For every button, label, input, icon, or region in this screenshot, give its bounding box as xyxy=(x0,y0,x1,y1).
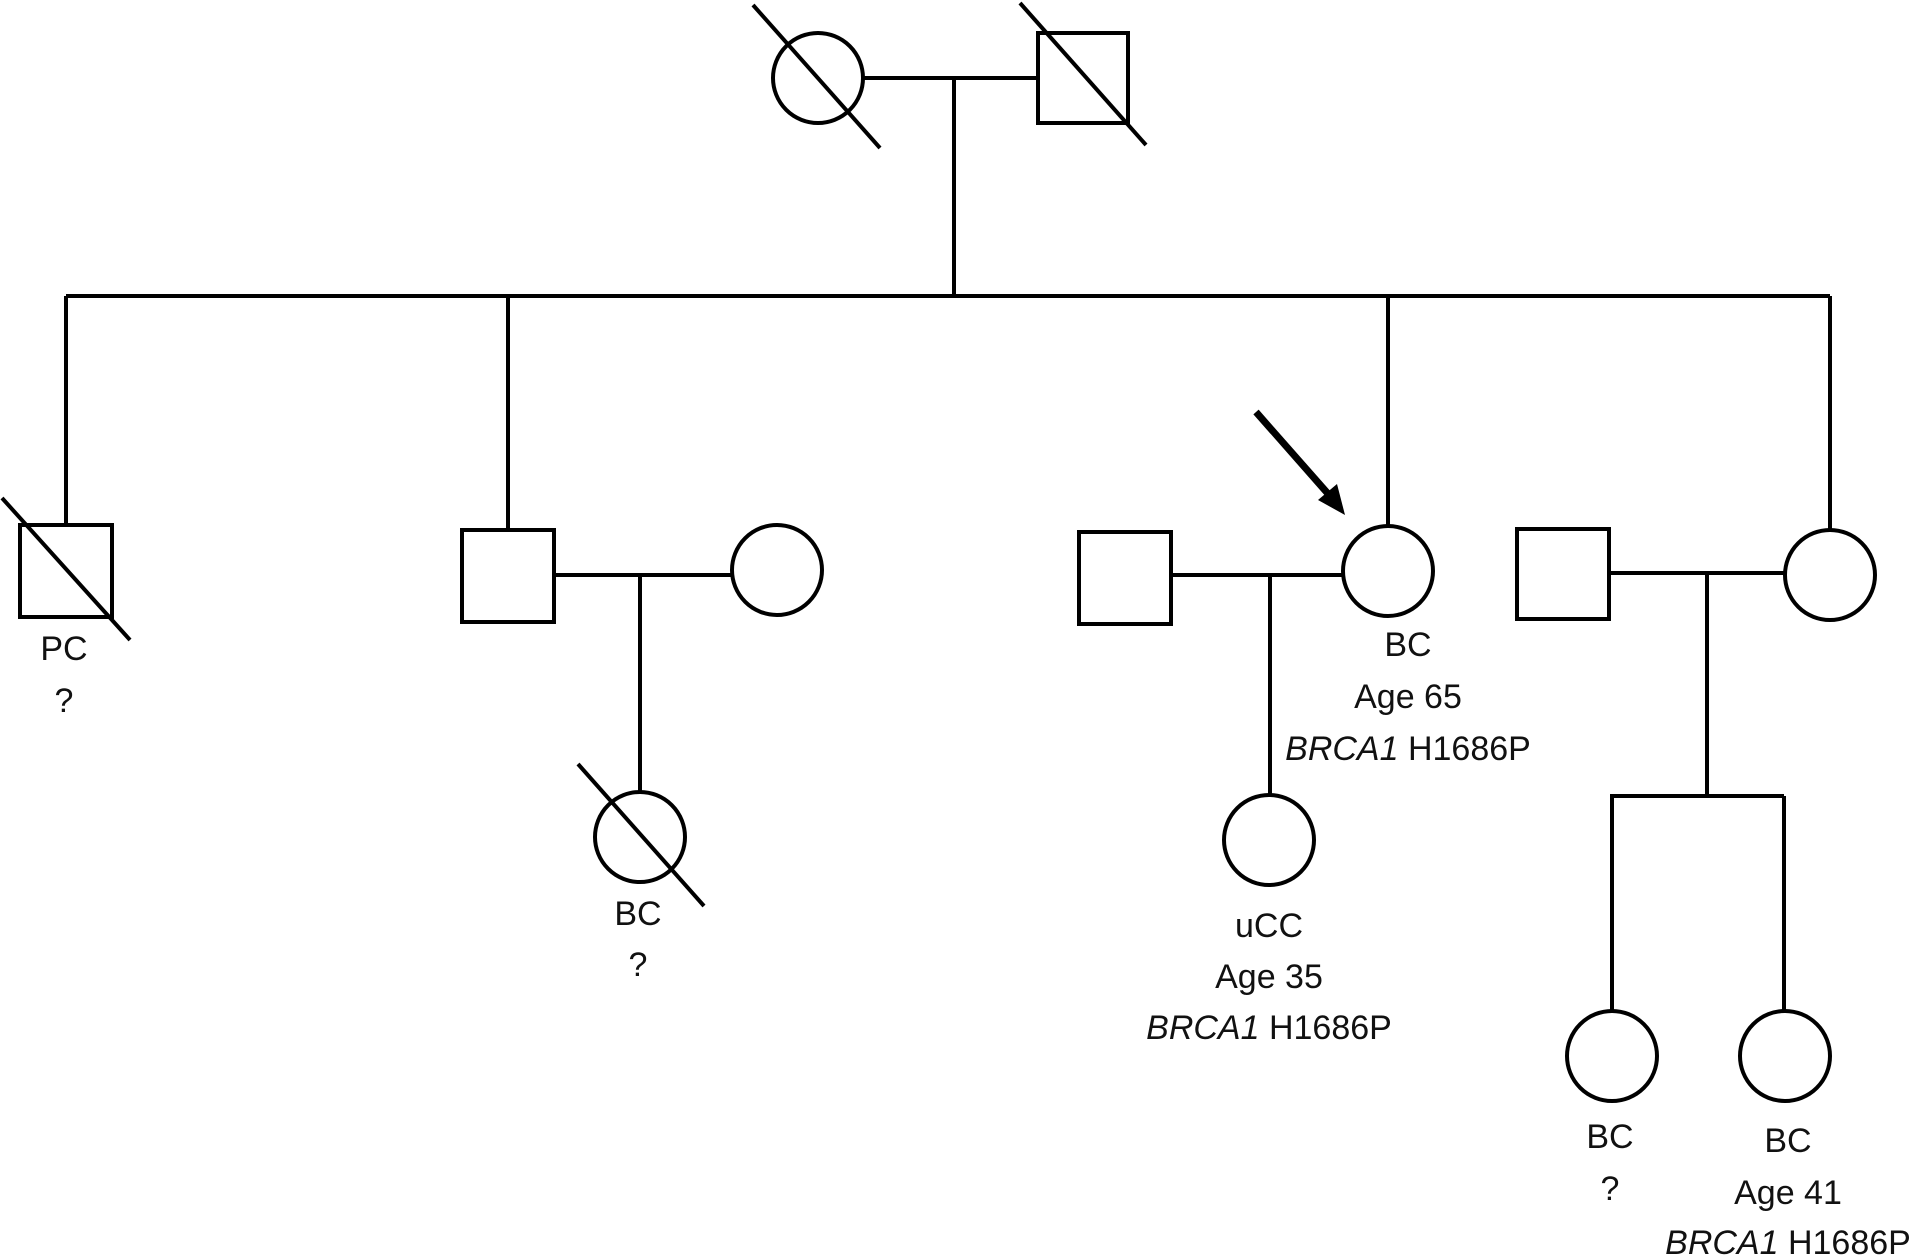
proband-diagnosis-label: BC xyxy=(1384,626,1431,664)
proband-daughter-gene-name: BRCA1 xyxy=(1146,1009,1259,1047)
son1-diagnosis-label: PC xyxy=(40,630,87,668)
niece1-diagnosis-label: BC xyxy=(1586,1118,1633,1156)
niece2-variant-label: BRCA1 H1686P xyxy=(1665,1224,1911,1258)
grandfather-deceased-mark xyxy=(1018,1,1148,147)
son2-daughter-age-unknown-label: ? xyxy=(629,946,648,984)
son2-spouse-symbol xyxy=(730,523,824,617)
proband-variant-label: BRCA1 H1686P xyxy=(1285,730,1531,768)
niece2-age-label: Age 41 xyxy=(1734,1174,1842,1212)
son2-daughter-deceased-mark xyxy=(576,762,706,908)
son2-daughter-diagnosis-label: BC xyxy=(614,895,661,933)
proband-daughter-variant-name: H1686P xyxy=(1269,1009,1392,1047)
son2-symbol xyxy=(460,528,556,624)
sister-symbol xyxy=(1783,528,1877,622)
sister-spouse-symbol xyxy=(1515,527,1611,621)
proband-daughter-diagnosis-label: uCC xyxy=(1235,907,1303,945)
proband-daughter-variant-label: BRCA1 H1686P xyxy=(1146,1009,1392,1047)
son1-age-unknown-label: ? xyxy=(55,682,74,720)
niece2-diagnosis-label: BC xyxy=(1764,1122,1811,1160)
niece2-symbol xyxy=(1738,1009,1832,1103)
proband-gene-name: BRCA1 xyxy=(1285,730,1398,768)
grandmother-deceased-mark xyxy=(751,3,882,150)
niece2-gene-name: BRCA1 xyxy=(1665,1224,1778,1258)
proband-daughter-symbol xyxy=(1222,793,1316,887)
proband-arrow-shaft xyxy=(1253,409,1333,499)
proband-age-label: Age 65 xyxy=(1354,678,1462,716)
proband-daughter-age-label: Age 35 xyxy=(1215,958,1323,996)
niece1-age-unknown-label: ? xyxy=(1601,1170,1620,1208)
proband-arrow-icon xyxy=(1318,484,1345,515)
proband-spouse-symbol xyxy=(1077,530,1173,626)
proband-symbol xyxy=(1341,524,1435,618)
son1-deceased-mark xyxy=(0,496,132,642)
proband-variant-name: H1686P xyxy=(1408,730,1531,768)
niece1-symbol xyxy=(1565,1009,1659,1103)
niece2-variant-name: H1686P xyxy=(1788,1224,1911,1258)
